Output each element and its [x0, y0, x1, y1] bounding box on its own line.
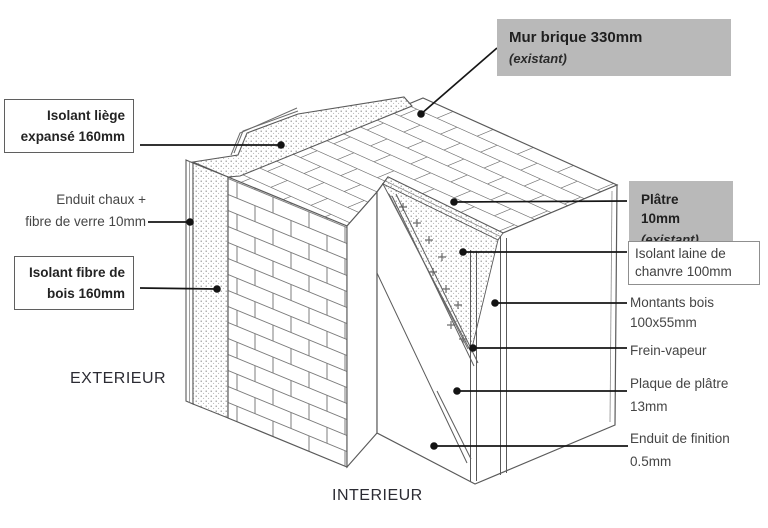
- label-montants-bois-line2: 100x55mm: [630, 314, 697, 330]
- label-isolant-liege: Isolant liège expansé 160mm: [4, 99, 134, 153]
- label-frein-vapeur-line1: Frein-vapeur: [630, 343, 707, 358]
- lining-layer-strips: [470, 236, 507, 482]
- label-montants-bois: Montants bois 100x55mm: [630, 293, 714, 332]
- leader-lines: [139, 47, 628, 450]
- label-isolant-liege-line2: expansé 160mm: [20, 129, 125, 144]
- wood-fiber-panel: [192, 162, 229, 419]
- label-enduit-chaux-line1: Enduit chaux +: [56, 192, 146, 207]
- leader-platre: [450, 198, 628, 206]
- label-mur-brique-line1: Mur brique 330mm: [509, 29, 643, 46]
- label-interieur: INTERIEUR: [332, 487, 423, 504]
- leader-frein-vapeur: [469, 344, 627, 352]
- leader-montants-bois: [491, 299, 627, 307]
- leader-enduit-chaux: [148, 218, 194, 226]
- vapor-barrier-lines: [391, 193, 479, 367]
- label-plaque-platre-line2: 13mm: [630, 399, 668, 414]
- label-enduit-chaux-line2: fibre de verre 10mm: [25, 214, 146, 229]
- label-isolant-fibre-bois-line2: bois 160mm: [46, 286, 125, 301]
- label-montants-bois-line1: Montants bois: [630, 295, 715, 310]
- label-mur-brique: Mur brique 330mm (existant): [497, 19, 731, 76]
- label-enduit-finition: Enduit de finition 0.5mm: [630, 427, 730, 473]
- label-isolant-chanvre-line1: Isolant laine de: [635, 246, 726, 261]
- label-enduit-finition-line1: Enduit de finition: [630, 431, 730, 446]
- leader-isolant-chanvre: [459, 248, 627, 256]
- render-layer: [185, 159, 194, 405]
- brick-wall-face: [227, 176, 348, 468]
- label-enduit-finition-line2: 0.5mm: [630, 454, 672, 469]
- plus-marks: [399, 203, 467, 343]
- label-enduit-chaux: Enduit chaux + fibre de verre 10mm: [0, 189, 146, 233]
- label-isolant-chanvre: Isolant laine de chanvre 100mm: [628, 241, 760, 285]
- label-mur-brique-line2: (existant): [509, 51, 567, 66]
- label-isolant-chanvre-line2: chanvre 100mm: [635, 264, 732, 279]
- label-isolant-fibre-bois-line1: Isolant fibre de: [28, 265, 125, 280]
- leader-isolant-fibre-bois: [139, 285, 221, 293]
- label-plaque-platre: Plaque de plâtre 13mm: [630, 372, 728, 418]
- leader-enduit-finition: [430, 442, 628, 450]
- label-isolant-fibre-bois: Isolant fibre de bois 160mm: [14, 256, 134, 310]
- leader-plaque-platre: [453, 387, 627, 395]
- label-isolant-liege-line1: Isolant liège: [46, 108, 125, 123]
- label-frein-vapeur: Frein-vapeur: [630, 340, 707, 362]
- leader-isolant-liege: [140, 141, 285, 149]
- plasterboard-cut-lines: [376, 272, 472, 464]
- leader-mur-brique: [417, 47, 498, 118]
- label-exterieur: EXTERIEUR: [70, 370, 167, 387]
- label-plaque-platre-line1: Plaque de plâtre: [630, 376, 729, 391]
- label-platre-line1: Plâtre 10mm: [641, 192, 681, 226]
- cork-insulation-band: [191, 96, 413, 178]
- interior-return-face: [346, 190, 378, 469]
